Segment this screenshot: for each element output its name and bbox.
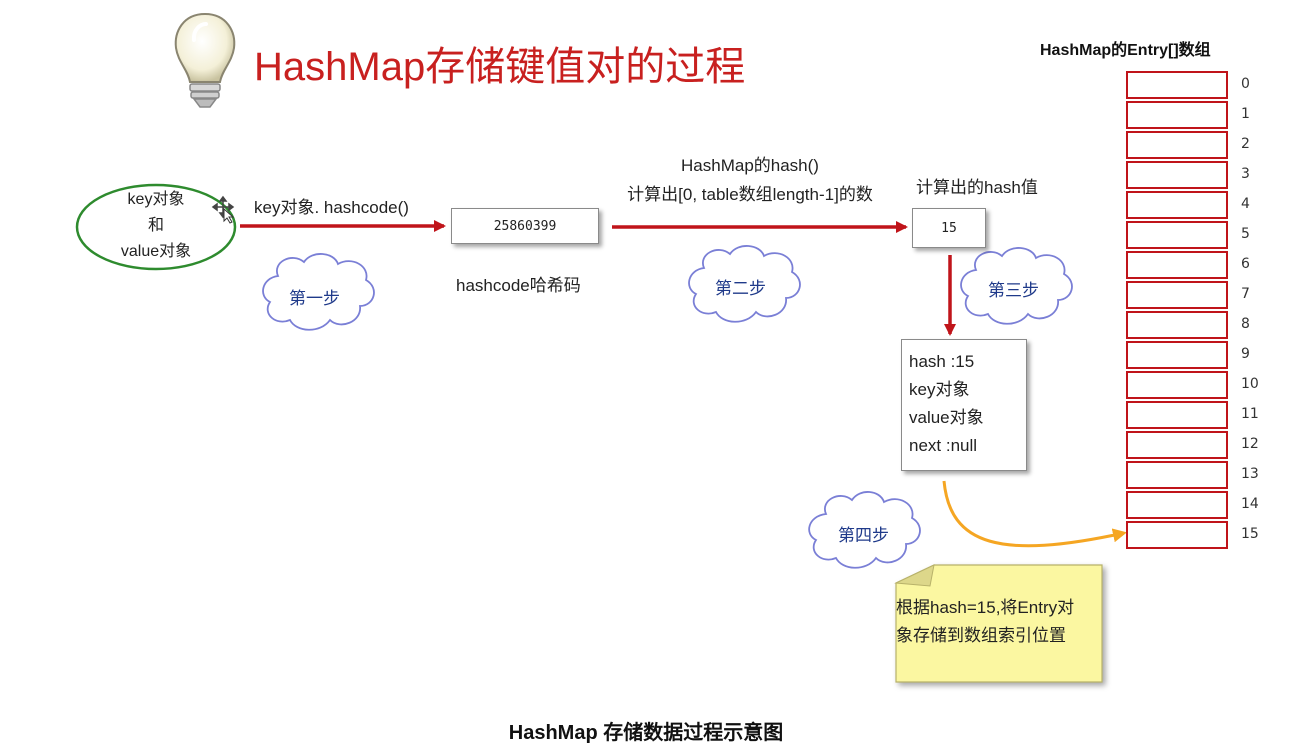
array-title: HashMap的Entry[]数组 — [1040, 42, 1211, 59]
sticky-note — [894, 564, 1103, 683]
entry-value: value对象 — [909, 408, 984, 427]
entry-object: hash :15 key对象 value对象 next :null — [901, 339, 1027, 471]
step2-label: 第二步 — [715, 279, 766, 298]
array-index-5: 5 — [1241, 226, 1250, 242]
arrow2-label-line1: HashMap的hash() — [681, 156, 819, 175]
source-label: key对象 和 value对象 — [96, 187, 216, 265]
array-index-4: 4 — [1241, 196, 1250, 212]
source-ellipse — [75, 183, 237, 271]
array-cell-0 — [1126, 71, 1228, 99]
array-index-11: 11 — [1241, 406, 1259, 422]
source-line-value: value对象 — [120, 243, 192, 260]
array-index-3: 3 — [1241, 166, 1250, 182]
array-cell-6 — [1126, 251, 1228, 279]
entry-hash: hash :15 — [909, 352, 975, 371]
hashcode-box: 25860399 — [451, 208, 599, 244]
array-cell-7 — [1126, 281, 1228, 309]
page-title: HashMap存储键值对的过程 — [254, 45, 746, 89]
note-line1: 根据hash=15,将Entry对 — [896, 598, 1075, 617]
cloud-step1 — [262, 253, 375, 331]
array-cell-10 — [1126, 371, 1228, 399]
source-line-key: key对象 — [127, 191, 185, 208]
array-cell-1 — [1126, 101, 1228, 129]
array-index-14: 14 — [1241, 496, 1259, 512]
array-index-13: 13 — [1241, 466, 1259, 482]
note-line2: 象存储到数组索引位置 — [896, 626, 1066, 645]
arrow2-label-line2: 计算出[0, table数组length-1]的数 — [627, 185, 873, 204]
array-cell-11 — [1126, 401, 1228, 429]
array-index-1: 1 — [1241, 106, 1250, 122]
array-index-0: 0 — [1241, 76, 1250, 92]
array-index-15: 15 — [1241, 526, 1259, 542]
array-index-10: 10 — [1241, 376, 1259, 392]
array-cell-2 — [1126, 131, 1228, 159]
cloud-step2 — [688, 245, 801, 323]
source-line-and: 和 — [147, 217, 164, 234]
array-cell-8 — [1126, 311, 1228, 339]
array-cell-14 — [1126, 491, 1228, 519]
step4-label: 第四步 — [838, 526, 889, 545]
hash-caption: 计算出的hash值 — [916, 178, 1038, 197]
note-text: 根据hash=15,将Entry对 象存储到数组索引位置 — [896, 594, 1104, 650]
array-cell-4 — [1126, 191, 1228, 219]
cloud-step4 — [808, 491, 921, 569]
array-index-8: 8 — [1241, 316, 1250, 332]
array-cell-15 — [1126, 521, 1228, 549]
array-cell-12 — [1126, 431, 1228, 459]
array-cell-9 — [1126, 341, 1228, 369]
entry-array — [1126, 71, 1228, 549]
array-index-2: 2 — [1241, 136, 1250, 152]
figure-caption: HashMap 存储数据过程示意图 — [508, 722, 784, 744]
step3-label: 第三步 — [988, 281, 1039, 300]
lightbulb-icon — [174, 12, 236, 108]
array-cell-13 — [1126, 461, 1228, 489]
entry-key: key对象 — [909, 380, 970, 399]
array-cell-5 — [1126, 221, 1228, 249]
arrow1-label: key对象. hashcode() — [254, 198, 409, 217]
array-index-12: 12 — [1241, 436, 1259, 452]
cloud-step3 — [960, 247, 1073, 325]
hash-value-box: 15 — [912, 208, 986, 248]
move-cursor-icon — [211, 195, 235, 224]
hashcode-caption: hashcode哈希码 — [456, 276, 581, 295]
arrow-step4 — [942, 480, 1127, 548]
step1-label: 第一步 — [289, 289, 340, 308]
array-index-9: 9 — [1241, 346, 1250, 362]
array-cell-3 — [1126, 161, 1228, 189]
entry-next: next :null — [909, 436, 978, 455]
array-index-6: 6 — [1241, 256, 1250, 272]
array-index-7: 7 — [1241, 286, 1250, 302]
